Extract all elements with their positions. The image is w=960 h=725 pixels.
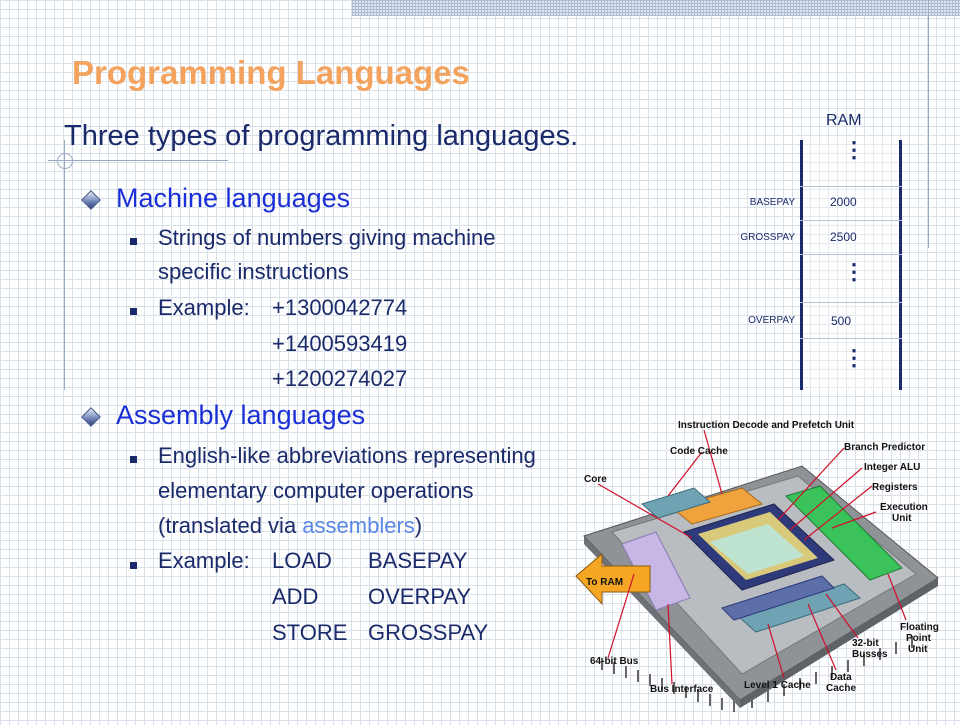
cpu-pins <box>601 636 913 712</box>
ram-value-basepay: 2000 <box>830 195 857 209</box>
assembly-desc-line3: (translated via assemblers) <box>158 513 423 538</box>
label-floating-2: Point <box>906 633 931 644</box>
top-pattern-bar <box>352 0 960 16</box>
assembly-example-label: Example: <box>158 548 250 573</box>
assembly-desc-line2: elementary computer operations <box>158 478 474 503</box>
core-inner-green <box>710 524 804 574</box>
ram-title: RAM <box>826 112 862 129</box>
label-floating-1: Floating <box>900 622 939 633</box>
label-level1-cache: Level 1 Cache <box>744 680 811 691</box>
label-core: Core <box>584 474 607 485</box>
left-guide-line <box>64 140 65 390</box>
prefetch-block <box>670 487 764 525</box>
execution-unit-block <box>785 485 903 581</box>
cpu-board-front <box>740 578 938 708</box>
ram-label-basepay: BASEPAY <box>749 197 795 208</box>
machine-example-3: +1200274027 <box>272 366 408 391</box>
square-bullet-icon <box>130 238 137 245</box>
label-integer-alu: Integer ALU <box>864 462 921 473</box>
ram-row-divider <box>800 302 902 303</box>
ram-value-overpay: 500 <box>831 314 852 328</box>
label-floating-3: Unit <box>908 644 928 655</box>
assembly-op-2: ADD <box>272 584 319 609</box>
label-64bit-bus: 64-bit Bus <box>590 656 639 667</box>
ram-row-divider <box>800 186 902 187</box>
label-code-cache: Code Cache <box>670 446 728 457</box>
code-cache-block <box>640 487 712 519</box>
label-prefetch: Instruction Decode and Prefetch Unit <box>678 420 855 431</box>
machine-desc-line1: Strings of numbers giving machine <box>158 225 496 250</box>
label-bus-interface: Bus Interface <box>650 684 714 695</box>
square-bullet-icon <box>130 562 137 569</box>
machine-example-1: +1300042774 <box>272 295 408 320</box>
assembly-op-1: LOAD <box>272 548 332 573</box>
slide-subtitle: Three types of programming languages. <box>64 120 579 152</box>
guide-circle <box>57 153 73 169</box>
assembly-heading: Assembly languages <box>116 400 366 430</box>
diamond-bullet-icon <box>81 190 101 210</box>
to-ram-arrow <box>575 552 651 606</box>
machine-example-2: +1400593419 <box>272 331 408 356</box>
ram-label-grosspay: GROSSPAY <box>740 232 795 243</box>
machine-example-label: Example: <box>158 295 250 320</box>
ram-row-divider <box>800 338 902 339</box>
assembly-arg-3: GROSSPAY <box>368 620 489 645</box>
assembly-op-3: STORE <box>272 620 348 645</box>
ram-ellipsis-bottom: ⋮ <box>843 345 865 370</box>
cpu-illustration: To RAM <box>575 429 939 712</box>
level1-cache-block <box>721 575 835 621</box>
square-bullet-icon <box>130 456 137 463</box>
assembly-arg-2: OVERPAY <box>368 584 472 609</box>
ram-row-divider <box>800 254 902 255</box>
label-execution-unit-1: Execution <box>880 502 928 513</box>
machine-desc-line2: specific instructions <box>158 259 349 284</box>
right-guide-line <box>928 0 929 248</box>
ram-value-grosspay: 2500 <box>830 230 857 244</box>
ram-ellipsis-top: ⋮ <box>843 137 865 162</box>
callout-lines <box>597 429 907 685</box>
ram-label-overpay: OVERPAY <box>748 315 795 326</box>
subtitle-guide-line <box>48 160 228 161</box>
ram-diagram <box>800 140 902 390</box>
assembly-arg-1: BASEPAY <box>368 548 468 573</box>
square-bullet-icon <box>130 308 137 315</box>
diamond-bullet-icon <box>81 407 101 427</box>
ram-row-divider <box>800 220 902 221</box>
label-data-cache-1: Data <box>830 672 852 683</box>
label-32bit-busses-1: 32-bit <box>852 638 879 649</box>
label-branch-predictor: Branch Predictor <box>844 442 926 453</box>
assemblers-highlight: assemblers <box>302 513 415 538</box>
label-registers: Registers <box>872 482 918 493</box>
cpu-diagram: To RAM Instruction Decode and Prefetch U… <box>572 408 960 720</box>
ram-ellipsis-middle: ⋮ <box>843 259 865 284</box>
label-execution-unit-2: Unit <box>892 513 912 524</box>
slide-title: Programming Languages <box>72 54 470 91</box>
to-ram-label: To RAM <box>586 577 623 588</box>
label-data-cache-2: Cache <box>826 683 857 694</box>
assembly-desc-line1: English-like abbreviations representing <box>158 443 536 468</box>
machine-heading: Machine languages <box>116 183 351 213</box>
label-32bit-busses-2: Busses <box>852 649 888 660</box>
